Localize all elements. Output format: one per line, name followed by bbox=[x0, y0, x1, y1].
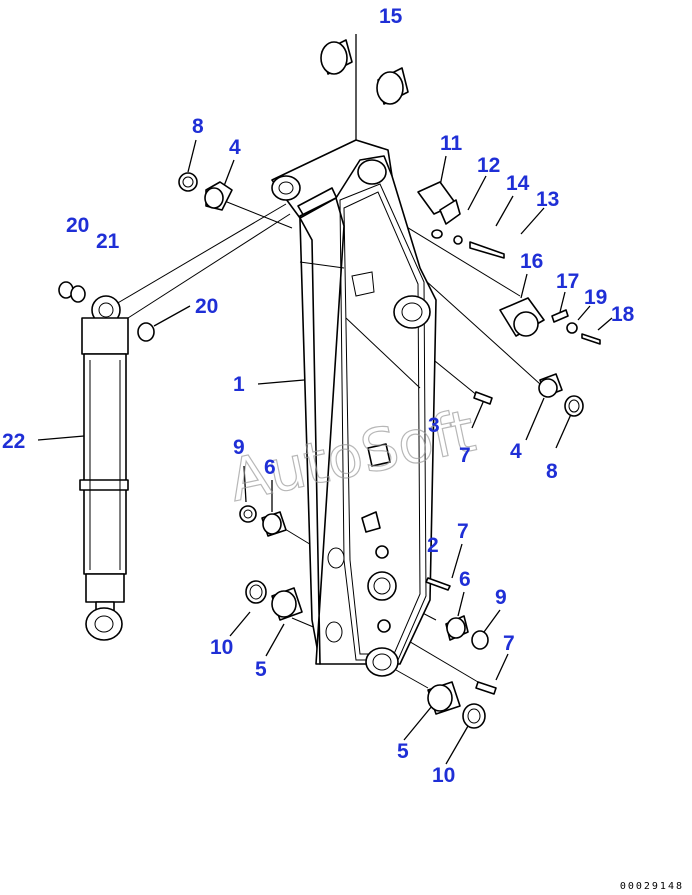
callout-10-right: 10 bbox=[432, 764, 455, 787]
washers-20-21 bbox=[58, 281, 155, 342]
callout-11: 11 bbox=[440, 132, 463, 155]
callout-5-left: 5 bbox=[255, 658, 267, 681]
callout-7-middle: 7 bbox=[457, 520, 469, 543]
callout-19: 19 bbox=[584, 286, 607, 309]
callout-13: 13 bbox=[536, 188, 559, 211]
callout-15: 15 bbox=[379, 5, 403, 28]
callout-1: 1 bbox=[233, 373, 245, 396]
hydraulic-cylinder bbox=[79, 295, 129, 641]
arm-body bbox=[271, 139, 437, 677]
callout-9-left: 9 bbox=[233, 436, 245, 459]
callout-6-left: 6 bbox=[264, 456, 276, 479]
callout-8-top: 8 bbox=[192, 115, 204, 138]
callout-5-right: 5 bbox=[397, 740, 409, 763]
callout-21: 21 bbox=[96, 230, 120, 253]
leader-lines bbox=[37, 34, 613, 765]
callout-4-right: 4 bbox=[510, 440, 522, 463]
callout-20-left: 20 bbox=[66, 214, 89, 237]
callout-7-lower: 7 bbox=[503, 632, 515, 655]
callout-16: 16 bbox=[520, 250, 543, 273]
callout-7-upper: 7 bbox=[459, 444, 471, 467]
callout-labels: 15 8 4 11 12 14 13 20 21 16 17 19 18 20 … bbox=[2, 5, 635, 787]
callout-18: 18 bbox=[611, 303, 635, 326]
callout-22: 22 bbox=[2, 430, 25, 453]
callout-17: 17 bbox=[556, 270, 579, 293]
callout-6-right: 6 bbox=[459, 568, 471, 591]
callout-3: 3 bbox=[428, 414, 440, 437]
callout-9-right: 9 bbox=[495, 586, 507, 609]
callout-4-top: 4 bbox=[229, 136, 241, 159]
callout-8-right: 8 bbox=[546, 460, 558, 483]
drawing-code: 00029148 bbox=[619, 881, 684, 892]
callout-14: 14 bbox=[506, 172, 530, 195]
callout-20-right: 20 bbox=[195, 295, 218, 318]
shim-15 bbox=[320, 39, 409, 105]
callout-12: 12 bbox=[477, 154, 500, 177]
callout-2: 2 bbox=[427, 534, 439, 557]
callout-10-left: 10 bbox=[210, 636, 233, 659]
bushings-and-seals bbox=[178, 172, 601, 729]
